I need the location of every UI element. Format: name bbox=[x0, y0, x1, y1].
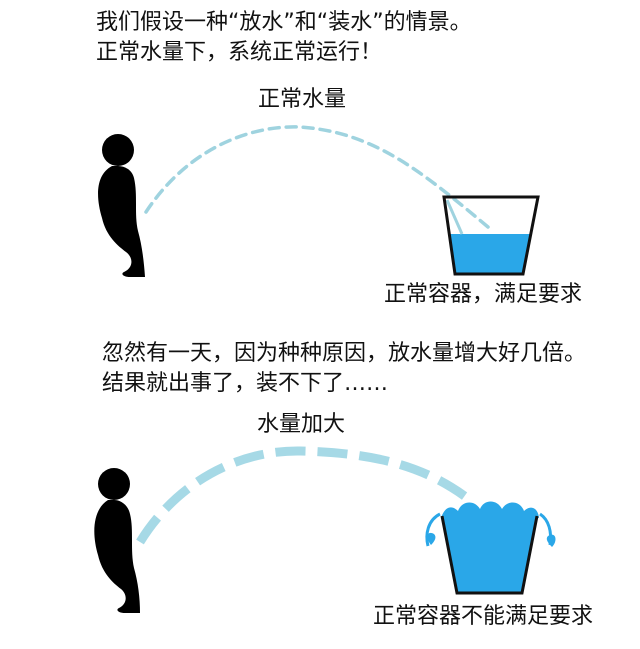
splash-left-arc bbox=[425, 512, 441, 547]
normal-water-stream bbox=[144, 125, 490, 229]
person-bottom bbox=[94, 468, 140, 613]
increased-flow-label: 水量加大 bbox=[257, 412, 346, 437]
intro-line-1: 我们假设一种“放水”和“装水”的情景。 bbox=[96, 10, 472, 35]
story-line-2: 结果就出事了，装不下了…… bbox=[102, 371, 389, 396]
normal-container-caption: 正常容器，满足要求 bbox=[384, 282, 583, 307]
person-top bbox=[98, 134, 145, 277]
splash-left-drop bbox=[427, 532, 436, 545]
heavy-water-stream bbox=[136, 446, 473, 545]
overflow-container-caption: 正常容器不能满足要求 bbox=[373, 604, 594, 629]
normal-container bbox=[442, 195, 540, 276]
intro-line-2: 正常水量下，系统正常运行！ bbox=[96, 40, 383, 65]
story-line-1: 忽然有一天，因为种种原因，放水量增大好几倍。 bbox=[102, 341, 587, 366]
normal-flow-label: 正常水量 bbox=[258, 87, 347, 112]
overflowing-container bbox=[425, 501, 556, 595]
splash-right-arc bbox=[539, 512, 553, 546]
water-bulge bbox=[441, 501, 539, 518]
